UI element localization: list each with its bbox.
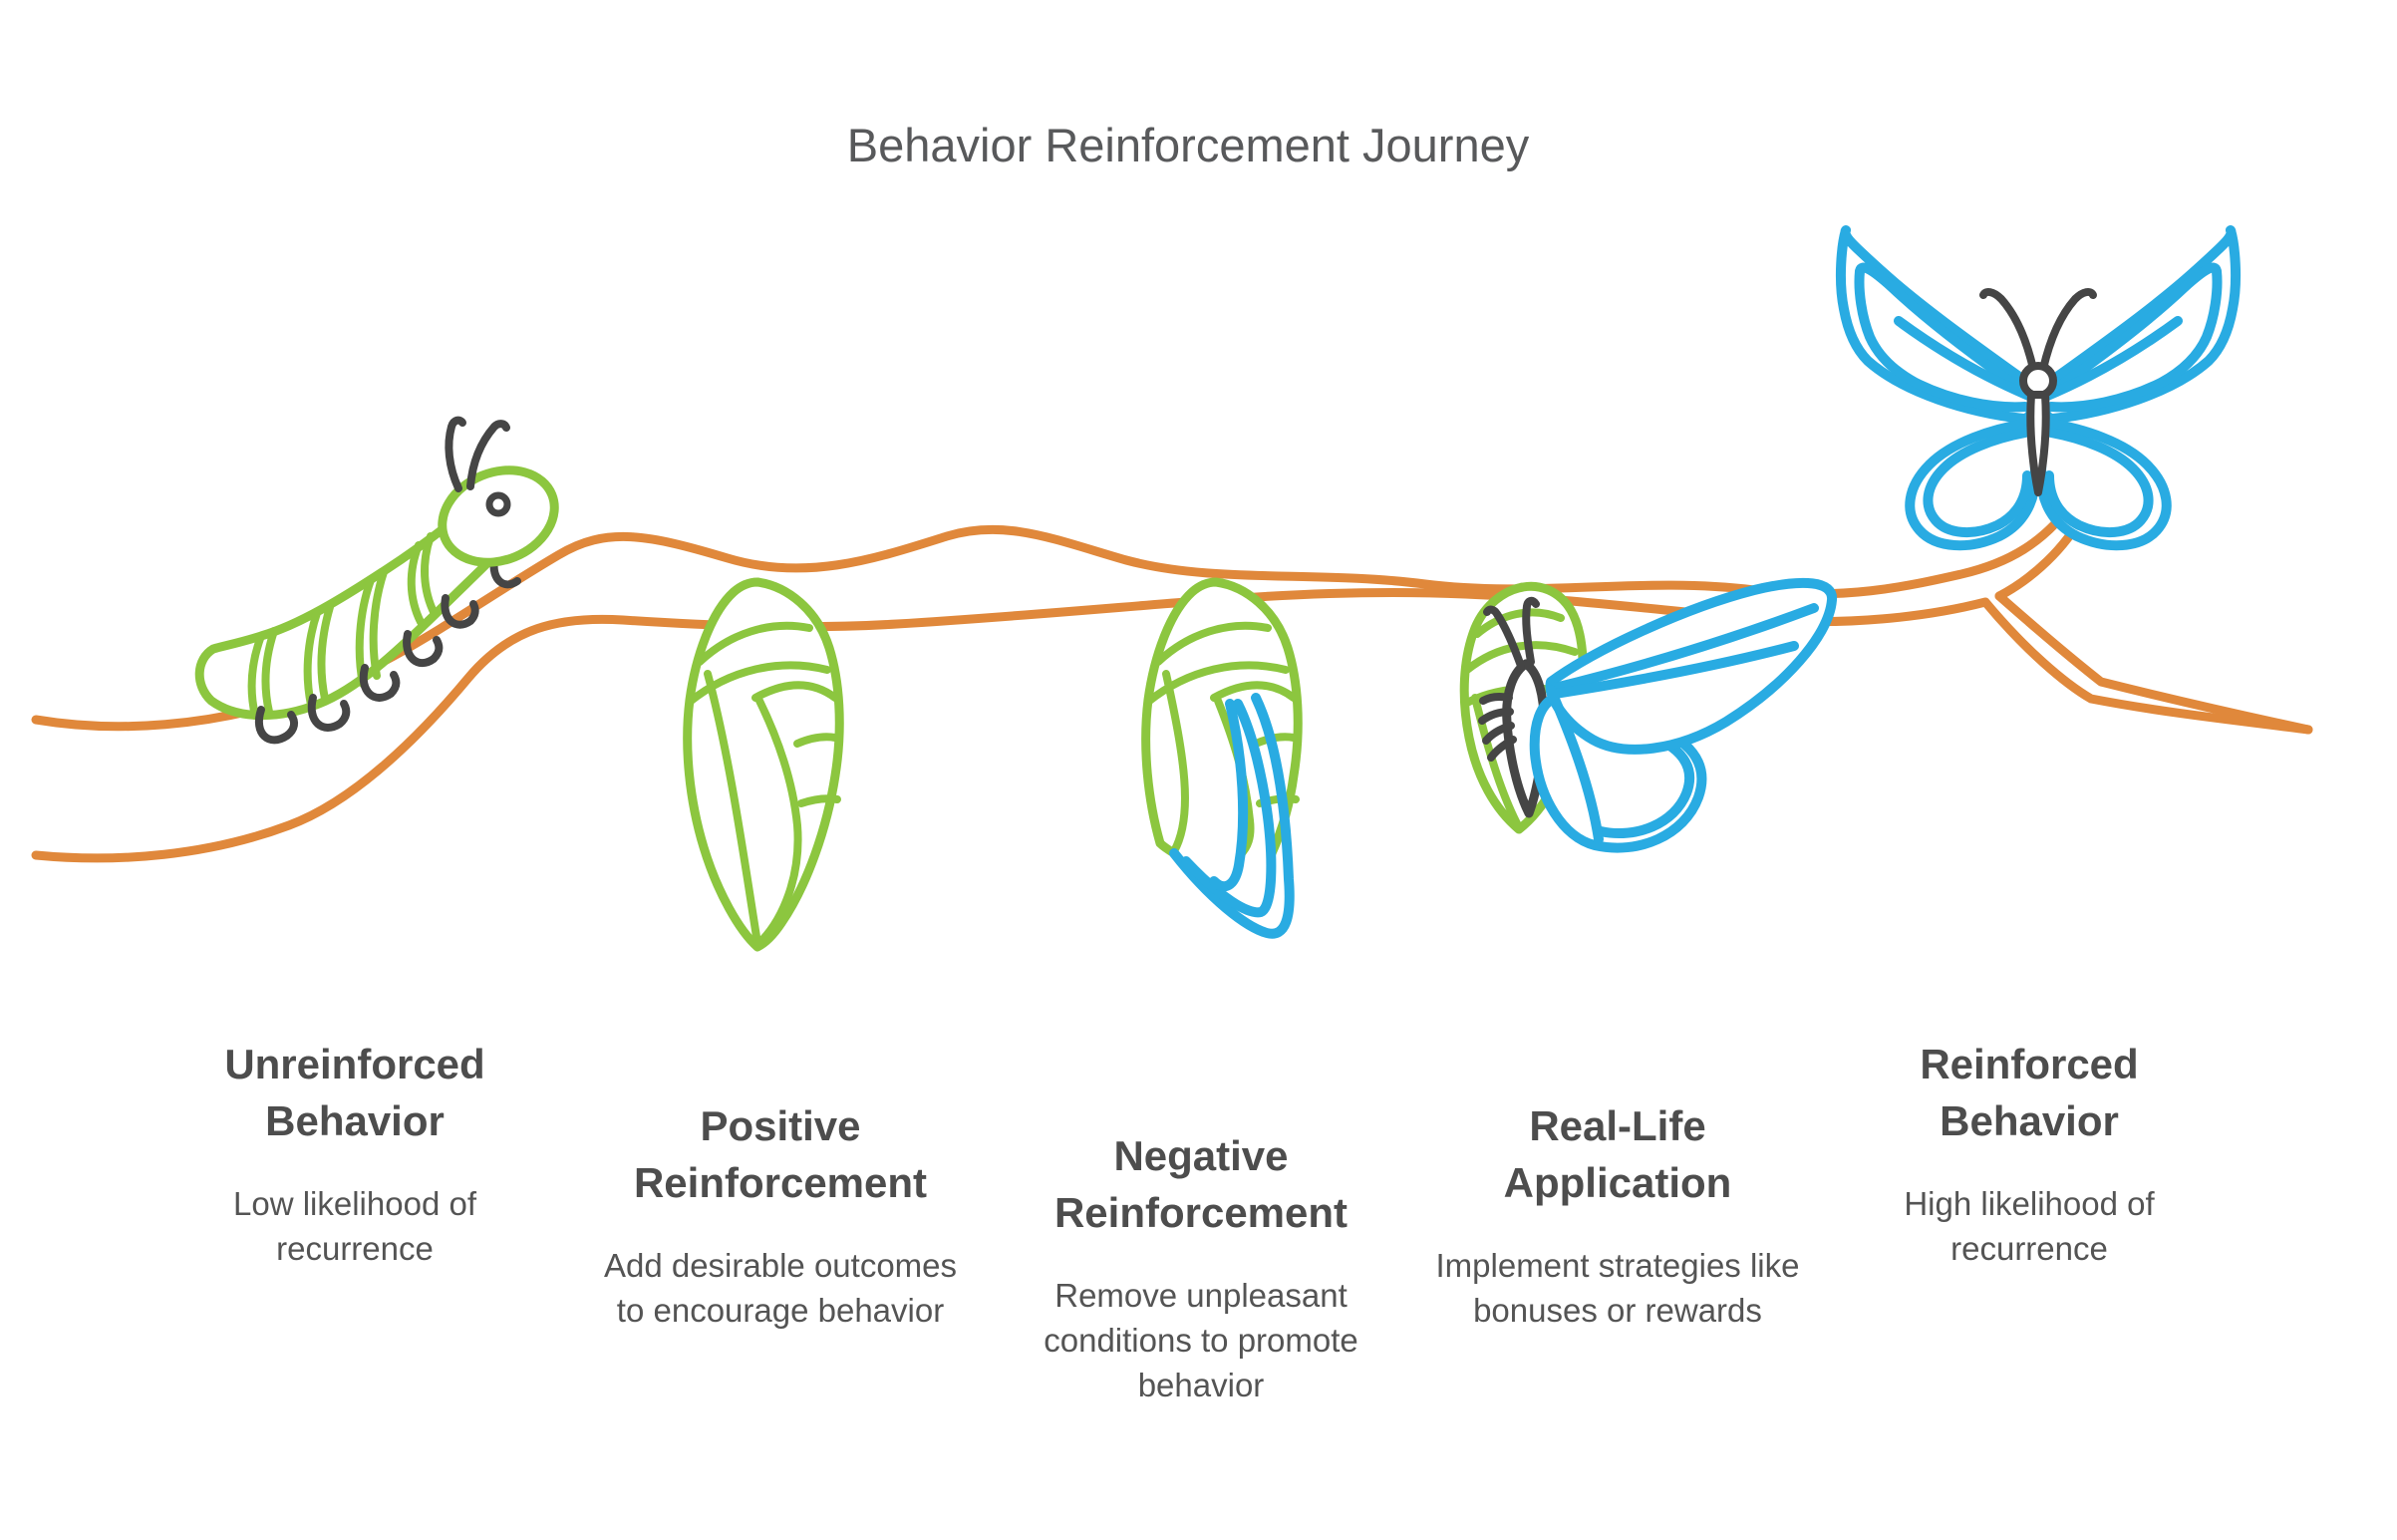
caterpillar-segments bbox=[247, 532, 439, 720]
stage-name: Reinforced Behavior bbox=[1920, 1041, 2139, 1144]
page-title: Behavior Reinforcement Journey bbox=[846, 119, 1530, 171]
caterpillar-antennae bbox=[445, 416, 510, 492]
butterfly-right-wings bbox=[2036, 225, 2242, 551]
stage-name: Positive Reinforcement bbox=[633, 1102, 928, 1206]
caterpillar-eye bbox=[485, 491, 511, 517]
stage-label-real-life-application: Real-Life Application Implement strategi… bbox=[1428, 1098, 1807, 1334]
stage-description: High likelihood of recurrence bbox=[1904, 1185, 2155, 1268]
stage-description: Remove unpleasant conditions to promote … bbox=[1044, 1277, 1358, 1404]
stage-description: Implement strategies like bonuses or rew… bbox=[1435, 1247, 1800, 1330]
caterpillar-legs bbox=[254, 556, 521, 745]
chrysalis-emerging-wing-icon bbox=[1141, 577, 1303, 859]
chrysalis-outline bbox=[683, 577, 844, 952]
stage-description: Low likelihood of recurrence bbox=[233, 1185, 476, 1268]
emerging-antennae bbox=[1483, 596, 1540, 670]
emerging-butterfly-icon bbox=[1459, 577, 1837, 853]
branch-tip-top bbox=[1994, 591, 2313, 735]
stage-label-positive-reinforcement: Positive Reinforcement Add desirable out… bbox=[591, 1098, 970, 1334]
emerging-wings bbox=[1529, 577, 1837, 853]
caterpillar-body bbox=[194, 521, 495, 721]
stage-name: Real-Life Application bbox=[1503, 1102, 1732, 1206]
butterfly-body bbox=[1979, 287, 2097, 496]
stage-label-reinforced-behavior: Reinforced Behavior High likelihood of r… bbox=[1840, 1037, 2219, 1272]
stage-name: Negative Reinforcement bbox=[1053, 1132, 1348, 1236]
chrysalis-icon bbox=[683, 577, 844, 952]
emerging-wing bbox=[1169, 693, 1295, 939]
stage-label-negative-reinforcement: Negative Reinforcement Remove unpleasant… bbox=[1012, 1128, 1390, 1408]
chrysalis-texture bbox=[686, 621, 841, 948]
stage-label-unreinforced-behavior: Unreinforced Behavior Low likelihood of … bbox=[165, 1037, 544, 1272]
chrysalis-outline bbox=[1141, 577, 1303, 858]
caterpillar-icon bbox=[194, 416, 559, 745]
butterfly-left-wings bbox=[1835, 225, 2040, 551]
stage-name: Unreinforced Behavior bbox=[224, 1041, 485, 1144]
emerging-legs bbox=[1478, 693, 1517, 762]
butterfly-icon bbox=[1835, 225, 2242, 551]
branch-bottom-edge bbox=[31, 587, 2313, 863]
stage-description: Add desirable outcomes to encourage beha… bbox=[603, 1247, 958, 1330]
